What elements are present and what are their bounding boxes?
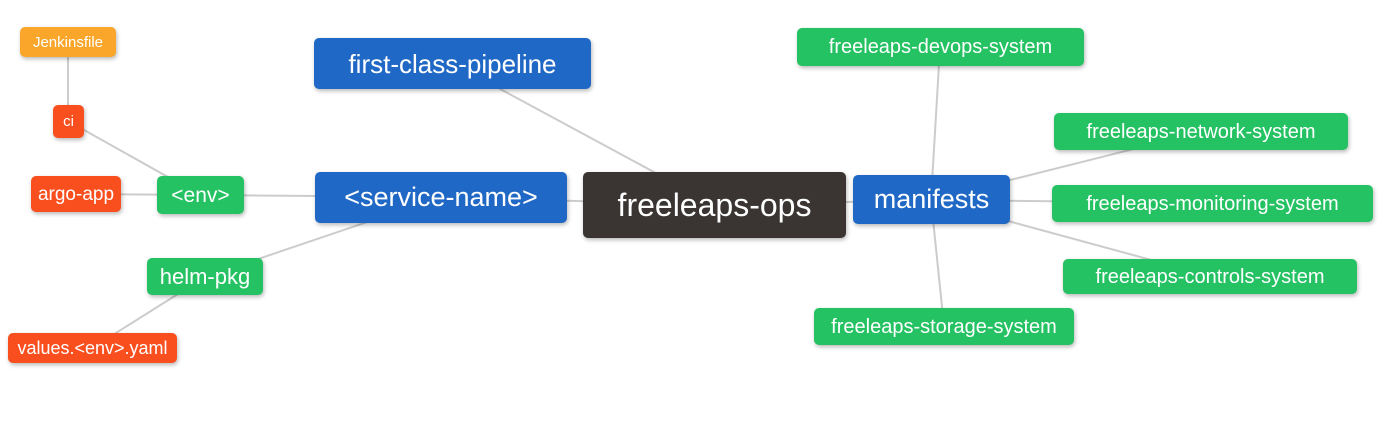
node-freeleaps-monitoring-system[interactable]: freeleaps-monitoring-system	[1052, 185, 1373, 222]
node-argo-app[interactable]: argo-app	[31, 176, 121, 212]
node-first-class-pipeline[interactable]: first-class-pipeline	[314, 38, 591, 89]
node-freeleaps-network-system[interactable]: freeleaps-network-system	[1054, 113, 1348, 150]
node-env[interactable]: <env>	[157, 176, 244, 214]
node-service-name[interactable]: <service-name>	[315, 172, 567, 223]
node-values-env-yaml[interactable]: values.<env>.yaml	[8, 333, 177, 363]
node-freeleaps-storage-system[interactable]: freeleaps-storage-system	[814, 308, 1074, 345]
edge-manifests-devops-system	[930, 46, 941, 201]
node-helm-pkg[interactable]: helm-pkg	[147, 258, 263, 295]
node-freeleaps-ops[interactable]: freeleaps-ops	[583, 172, 846, 238]
node-manifests[interactable]: manifests	[853, 175, 1010, 224]
node-jenkinsfile[interactable]: Jenkinsfile	[20, 27, 116, 57]
node-freeleaps-devops-system[interactable]: freeleaps-devops-system	[797, 28, 1084, 66]
node-freeleaps-controls-system[interactable]: freeleaps-controls-system	[1063, 259, 1357, 294]
node-ci[interactable]: ci	[53, 105, 84, 138]
